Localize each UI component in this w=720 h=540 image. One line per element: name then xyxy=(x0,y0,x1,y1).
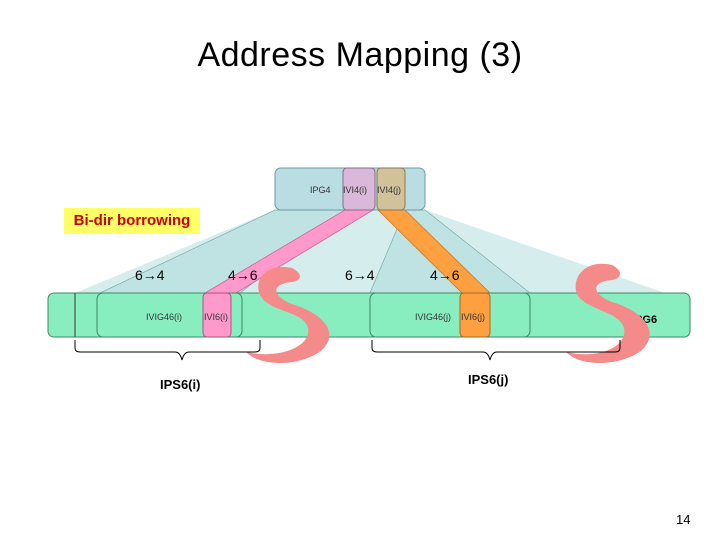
prefix-label-i: IPS6(i) xyxy=(160,377,200,392)
ivi4-j-segment xyxy=(376,167,406,211)
ivig46-i-label: IVIG46(i) xyxy=(146,312,182,322)
ivi6-i-segment xyxy=(202,292,232,338)
ivi6-j-segment xyxy=(459,292,491,338)
prefix-label-j: IPS6(j) xyxy=(468,372,508,387)
prefix-brace-right xyxy=(371,340,621,361)
ivig46-j-label: IVIG46(j) xyxy=(415,312,451,322)
ivi4-j-label: IVI4(j) xyxy=(377,185,401,195)
slide-title: Address Mapping (3) xyxy=(197,36,523,74)
break-mark-right xyxy=(566,263,650,364)
direction-label-4to6-left: 4→6 xyxy=(228,267,258,283)
prefix-brace-left xyxy=(74,340,261,361)
ivi4-i-segment xyxy=(342,167,376,211)
ivi6-i-label: IVI6(i) xyxy=(204,312,228,322)
direction-label-6to4-right: 6→4 xyxy=(345,267,375,283)
ipv4-block-label: IPG4 xyxy=(310,185,331,195)
direction-label-6to4-left: 6→4 xyxy=(135,267,165,283)
direction-label-4to6-right: 4→6 xyxy=(430,267,460,283)
bi-dir-borrowing-label: Bi-dir borrowing xyxy=(64,208,200,234)
break-mark-left xyxy=(246,267,330,364)
ivi6-j-label: IVI6(j) xyxy=(461,312,485,322)
page-number: 14 xyxy=(676,512,691,527)
ivi4-i-label: IVI4(i) xyxy=(343,185,367,195)
